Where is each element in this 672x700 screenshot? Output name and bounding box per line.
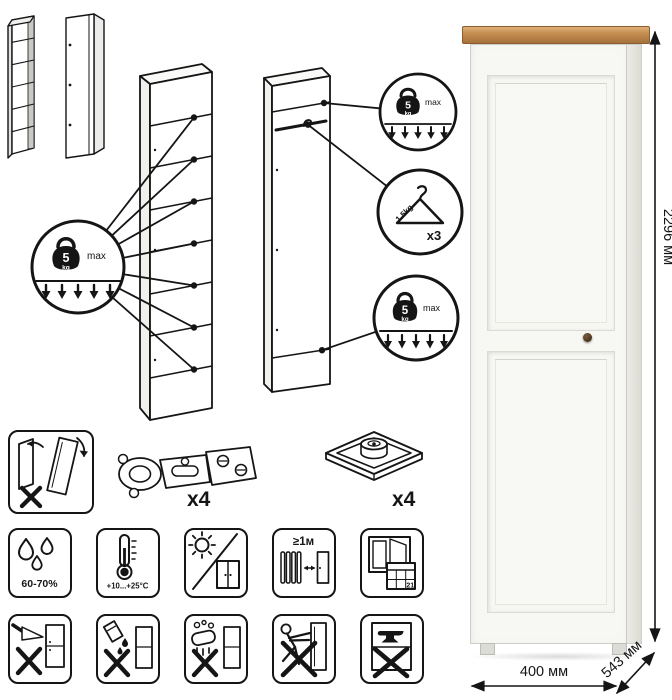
kettlebell-handle-icon [399, 87, 417, 98]
hanger-icon [395, 197, 445, 225]
hanging-rod-icon [274, 119, 328, 132]
top-shelf-load-badge: 5 kg max [378, 72, 458, 152]
temperature-icon: +10...+25°C [96, 528, 160, 598]
calendar-day-label: 21 [406, 582, 414, 589]
bottom-load-unit: kg [401, 316, 408, 323]
radiator-icon [280, 551, 286, 584]
temperature-label: +10...+25°C [107, 582, 149, 591]
cabinet-icon [316, 551, 330, 584]
sponge-icon [191, 629, 216, 647]
calendar-icon [386, 562, 416, 590]
foot-icon [325, 431, 423, 481]
height-dimension-label: 2296 мм [660, 209, 672, 265]
thumbnail-cabinet-side [65, 13, 105, 159]
kettlebell-body-icon [392, 300, 418, 322]
wardrobe-top-panel [462, 26, 650, 44]
hanger-hook-icon [416, 185, 428, 202]
glass-icon [102, 620, 124, 643]
shelf-load-unit: kg [62, 265, 70, 272]
anti-tip-warning-icon [8, 430, 94, 514]
knife-icon [11, 623, 24, 633]
width-dimension-label: 400 мм [520, 664, 568, 680]
shelf-callout-dots [190, 114, 198, 373]
top-load-max: max [425, 97, 442, 107]
bottom-load-max: max [423, 303, 441, 313]
door-knob [583, 333, 592, 342]
min-distance-label: ≥1м [293, 536, 314, 548]
hanger-load-badge: 1.5kg x3 [376, 168, 464, 256]
wardrobe-side-panel [626, 45, 641, 643]
no-liquids-icon [96, 614, 160, 684]
anvil-icon [377, 631, 404, 643]
door-upper-panel-field [495, 83, 607, 323]
bottom-shelf-load-badge: 5 kg max [372, 274, 460, 362]
humidity-icon: 60-70% [8, 528, 72, 598]
humidity-label: 60-70% [21, 578, 58, 590]
assembly-diagram: 5 kg max [7, 13, 464, 421]
no-dragging-icon [272, 614, 336, 684]
shelf-load-badge: 5 kg max [30, 219, 126, 315]
hanger-count-label: x3 [427, 228, 441, 243]
top-load-unit: kg [405, 111, 412, 117]
kettlebell-handle-icon [56, 237, 76, 249]
foot-count-label: x4 [392, 488, 416, 511]
sun-icon [194, 537, 210, 553]
hanging-callout-dots [304, 99, 328, 354]
hanging-cabinet-drawing [263, 67, 331, 393]
down-arrows-icon [384, 333, 448, 349]
hinge-icon [117, 446, 257, 499]
wardrobe-leg-left [480, 643, 495, 655]
wardrobe-body [470, 44, 642, 644]
kettlebell-body-icon [396, 95, 420, 115]
door-lower-panel-field [495, 359, 607, 605]
shelf-load-max: max [87, 251, 106, 262]
thumbnail-cabinet-front [7, 15, 35, 159]
down-arrows-icon [388, 126, 448, 139]
hanger-hook-icon [303, 119, 312, 127]
drop-icon [122, 638, 128, 647]
floor-shadow [468, 652, 648, 661]
no-sunlight-icon [184, 528, 248, 598]
no-heavy-load-icon [360, 614, 424, 684]
heat-distance-icon: ≥1м [272, 528, 336, 598]
shelf-load-value: 5 [63, 251, 70, 265]
no-sharp-objects-icon [8, 614, 72, 684]
kettlebell-body-icon [52, 246, 80, 270]
down-arrows-icon [41, 283, 115, 299]
door-lower-panel [487, 351, 615, 613]
kettlebell-handle-icon [396, 291, 414, 303]
shelf-cabinet-drawing [139, 63, 213, 421]
ventilation-icon: 21 [360, 528, 424, 598]
door-upper-panel [487, 75, 615, 331]
hinge-count-label: x4 [187, 488, 211, 511]
no-wet-cleaning-icon [184, 614, 248, 684]
top-load-value: 5 [405, 100, 411, 112]
bottom-load-value: 5 [402, 305, 409, 317]
